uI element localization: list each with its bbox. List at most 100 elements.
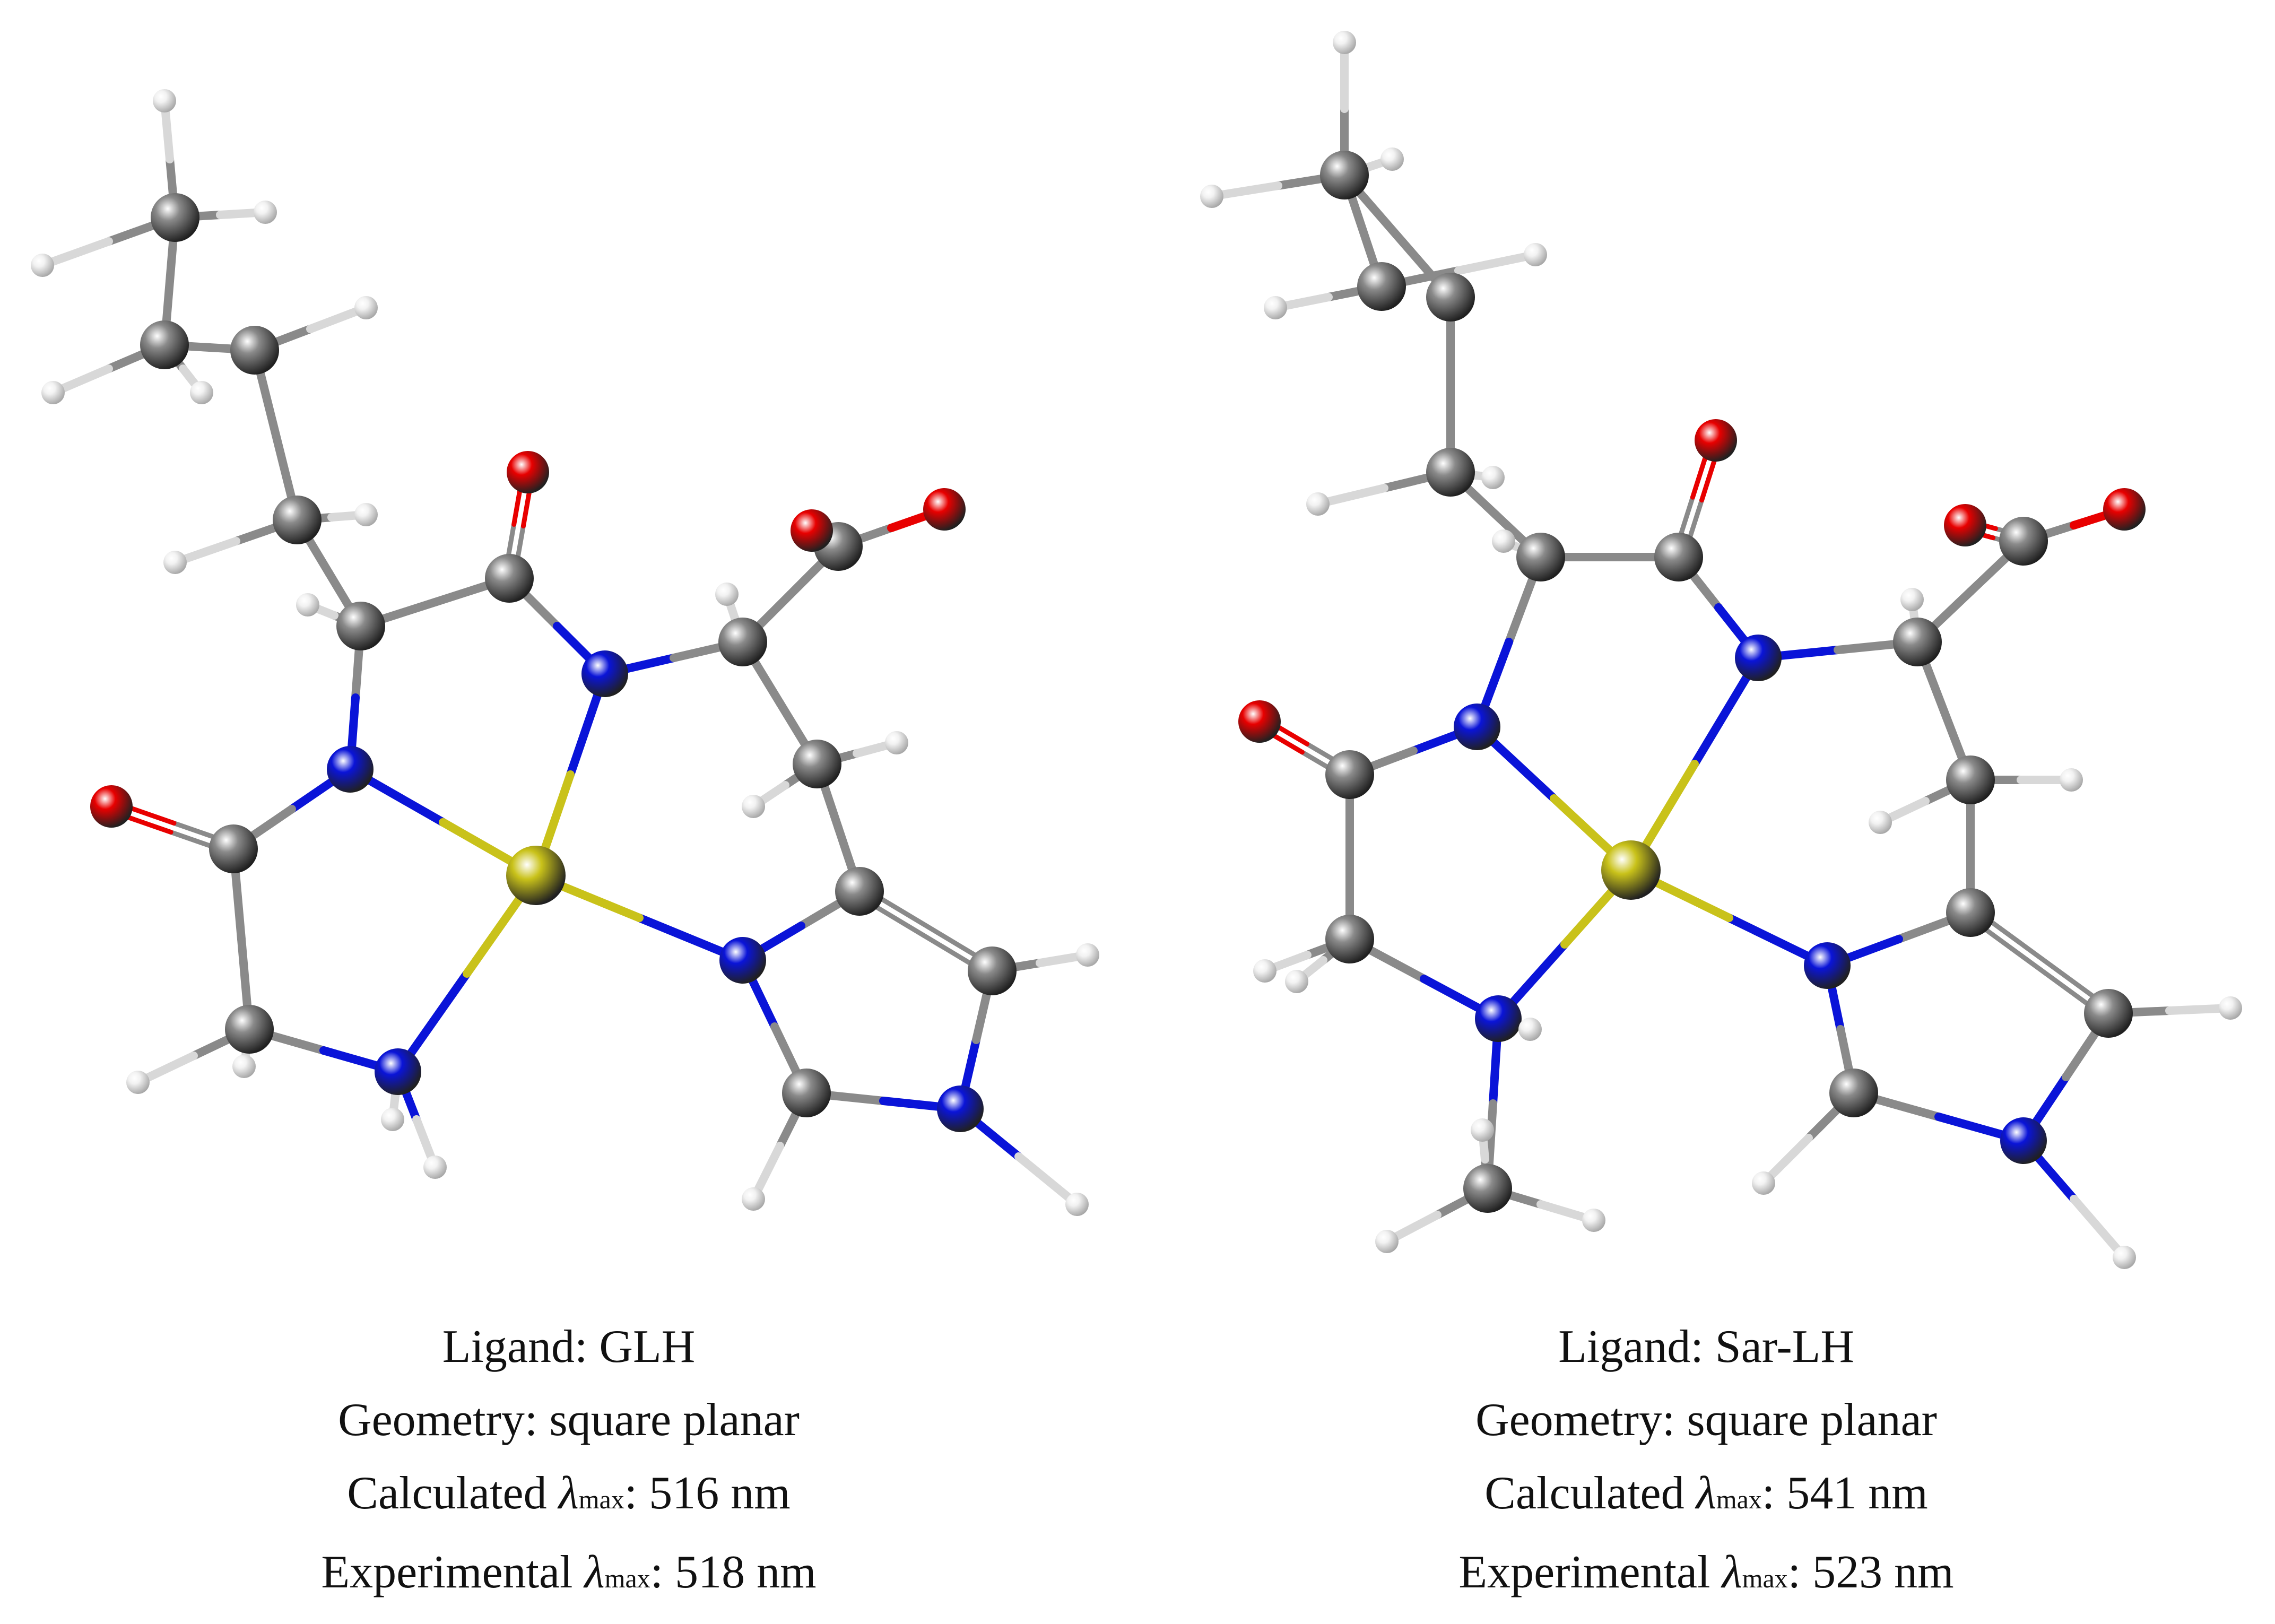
carbon-atom [485,554,534,603]
hydrogen-atom [423,1156,447,1179]
hydrogen-atom [381,1108,404,1131]
ligand-line: Ligand: GLH [442,1321,696,1373]
experimental-lambda-line: Experimental λmax: 518 nm [321,1547,817,1598]
hydrogen-atom [1306,492,1330,516]
ligand-name: GLH [599,1321,696,1373]
experimental-lambda-value: : 518 nm [650,1547,817,1598]
carbon-atom [1320,151,1369,199]
carbon-atom [1516,533,1565,581]
ligand-line: Ligand: Sar-LH [1558,1321,1854,1373]
hydrogen-atom [1065,1193,1089,1216]
carbon-atom [1829,1069,1878,1117]
calculated-lambda-value: : 541 nm [1761,1467,1928,1519]
nitrogen-atom [581,650,628,697]
carbon-atom [1325,750,1374,799]
hydrogen-atom [885,731,908,754]
hydrogen-atom [190,381,213,404]
geometry-value: square planar [1687,1394,1937,1446]
geometry-value: square planar [549,1394,800,1446]
carbon-atom [793,740,841,788]
nitrogen-atom [937,1085,984,1132]
hydrogen-atom [296,593,319,616]
oxygen-atom [791,509,833,552]
hydrogen-atom [2219,996,2242,1020]
hydrogen-atom [354,296,378,319]
oxygen-atom [1238,700,1281,743]
hydrogen-atom [1380,147,1404,171]
complex-panel-sar: Ligand: Sar-LH Geometry: square planar C… [1138,0,2275,1624]
caption-sar-lh: Ligand: Sar-LH Geometry: square planar C… [1138,1310,2275,1615]
hydrogen-atom [2060,768,2083,792]
nitrogen-atom [2000,1117,2047,1164]
carbon-atom [1946,755,1995,804]
carbon-atom [968,946,1017,995]
geometry-line: Geometry: square planar [338,1394,800,1446]
molecule-structure-glh [31,89,1099,1216]
nitrogen-atom [375,1048,421,1095]
hydrogen-atom [742,795,765,818]
carbon-atom [1357,262,1406,311]
hydrogen-atom [1264,296,1287,319]
carbon-atom [209,824,258,873]
oxygen-atom [923,488,966,531]
hydrogen-atom [354,503,378,526]
hydrogen-atom [1524,243,1547,266]
calculated-lambda-line: Calculated λmax: 541 nm [1484,1467,1928,1519]
hydrogen-atom [1752,1171,1775,1195]
nitrogen-atom [719,937,766,984]
hydrogen-atom [715,583,739,606]
carbon-atom [1426,448,1475,497]
nitrogen-atom [1475,995,1522,1042]
hydrogen-atom [126,1071,150,1094]
carbon-atom [1946,888,1995,937]
hydrogen-atom [1333,31,1356,54]
hydrogen-atom [2113,1246,2136,1269]
bond [1014,1152,1081,1209]
metal-atom [506,846,566,905]
calculated-lambda-line: Calculated λmax: 516 nm [347,1467,791,1519]
hydrogen-atom [41,381,65,404]
carbon-atom [1426,273,1475,322]
hydrogen-atom [1518,1018,1542,1041]
carbon-atom [2084,989,2133,1038]
hydrogen-atom [1076,943,1099,967]
complex-panel-gl: Ligand: GLH Geometry: square planar Calc… [0,89,1138,1615]
oxygen-atom [2103,488,2146,531]
hydrogen-atom [31,254,54,277]
hydrogen-atom [1375,1230,1399,1253]
caption-glh: Ligand: GLH Geometry: square planar Calc… [0,1310,1138,1615]
carbon-atom [718,618,767,666]
molecule-structure-sar-lh [1200,31,2242,1269]
oxygen-atom [90,785,133,828]
nitrogen-atom [1454,704,1500,750]
carbon-atom [1654,533,1703,581]
carbon-atom [1999,517,2048,566]
hydrogen-atom [1481,466,1505,489]
nitrogen-atom [327,746,374,793]
experimental-lambda-line: Experimental λmax: 523 nm [1458,1547,1954,1598]
experimental-lambda-value: : 523 nm [1787,1547,1954,1598]
carbon-atom [1893,618,1942,666]
calculated-lambda-value: : 516 nm [624,1467,791,1519]
carbon-atom [1325,915,1374,963]
bond [2070,1195,2129,1262]
carbon-atom [230,326,279,375]
hydrogen-atom [742,1187,765,1211]
metal-atom [1601,840,1661,900]
hydrogen-atom [1582,1209,1605,1232]
hydrogen-atom [1285,970,1308,993]
bond [38,237,113,270]
oxygen-atom [1944,504,1986,546]
carbon-atom [151,193,199,242]
hydrogen-atom [1900,588,1924,611]
geometry-line: Geometry: square planar [1475,1394,1937,1446]
nitrogen-atom [1804,942,1851,989]
carbon-atom [225,1005,274,1054]
hydrogen-atom [153,89,176,112]
hydrogen-atom [1253,959,1277,983]
carbon-atom [140,320,189,369]
hydrogen-atom [254,201,277,224]
oxygen-atom [1695,419,1737,462]
carbon-atom [336,602,385,650]
hydrogen-atom [232,1055,256,1078]
